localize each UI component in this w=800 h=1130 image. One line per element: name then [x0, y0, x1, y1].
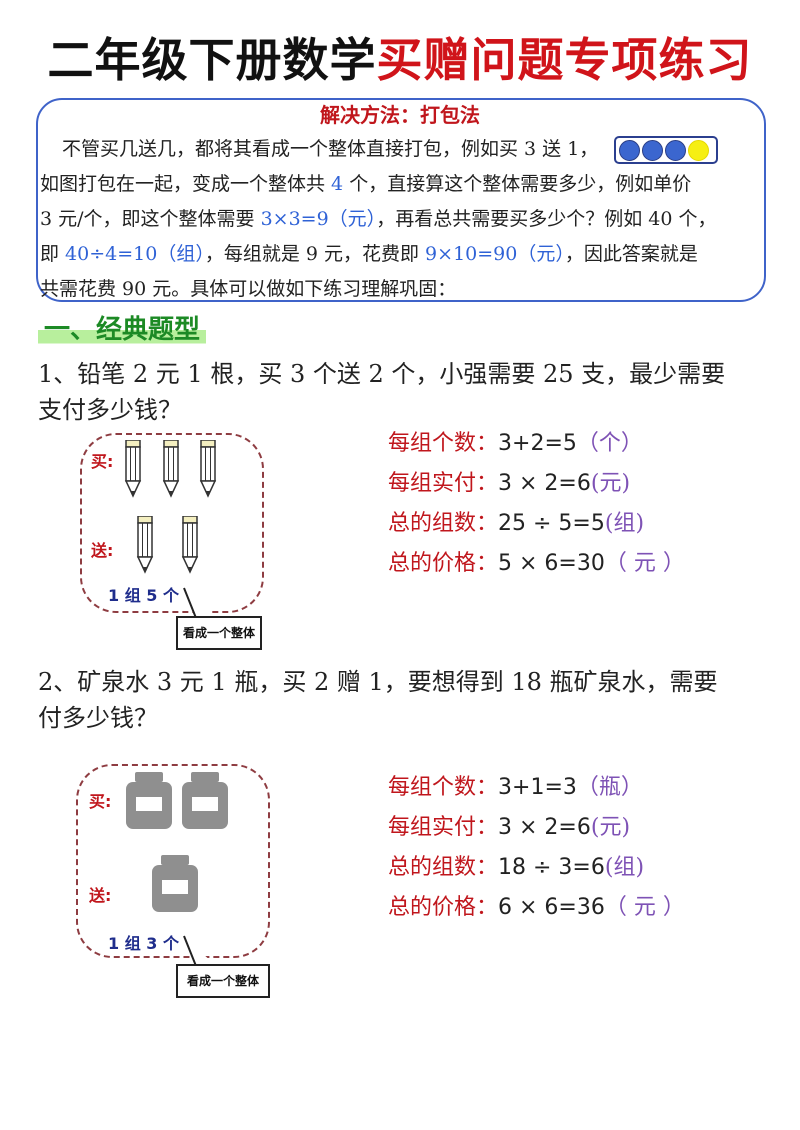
- bottle-icon: [152, 855, 198, 912]
- q1-callout: 看成一个整体: [176, 616, 262, 650]
- solution-row: 总的组数：18 ÷ 3=6(组): [388, 855, 645, 880]
- yellow-ball-icon: [688, 140, 710, 161]
- method-line-2: 如图打包在一起，变成一个整体共 4 个，直接算这个整体需要多少，例如单价: [40, 173, 692, 195]
- pencil-icon: [199, 440, 217, 498]
- pencil-icon: [136, 516, 154, 574]
- method-text: 不管买几送几，都将其看成一个整体直接打包，例如买 3 送 1， 如图打包在一起，…: [40, 132, 768, 307]
- method-box: [36, 98, 766, 302]
- title-part1: 二年级下册数学: [47, 33, 377, 87]
- question-2-line-2: 付多少钱？: [38, 704, 158, 732]
- title-part2: 买赠问题专项练习: [376, 33, 753, 87]
- bottle-icon: [126, 772, 172, 829]
- question-2-line-1: 2、矿泉水 3 元 1 瓶，买 2 赠 1，要想得到 18 瓶矿泉水，需要: [38, 668, 718, 696]
- pencil-icon: [124, 440, 142, 498]
- solution-row: 总的组数：25 ÷ 5=5(组): [388, 511, 645, 536]
- method-line-4: 即 40÷4=10（组），每组就是 9 元，花费即 9×10=90（元），因此答…: [40, 243, 698, 265]
- blue-ball-icon: [642, 140, 664, 161]
- callout-pointer-icon: [183, 935, 216, 967]
- method-title: 解决方法：打包法: [320, 103, 480, 127]
- q1-group-label: 1 组 5 个: [108, 586, 179, 605]
- question-1-line-1: 1、铅笔 2 元 1 根，买 3 个送 2 个，小强需要 25 支，最少需要: [38, 360, 726, 388]
- solution-row: 总的价格：5 × 6=30（ 元 ）: [388, 551, 685, 576]
- page-title: 二年级下册数学买赠问题专项练习: [0, 30, 800, 90]
- blue-ball-icon: [665, 140, 687, 161]
- section-heading: 一、经典题型: [38, 312, 207, 348]
- question-2: 2、矿泉水 3 元 1 瓶，买 2 赠 1，要想得到 18 瓶矿泉水，需要 付多…: [38, 664, 768, 736]
- bottle-icon: [182, 772, 228, 829]
- solution-row: 每组个数：3+1=3（瓶）: [388, 775, 643, 800]
- q2-callout: 看成一个整体: [176, 964, 270, 998]
- solution-row: 每组实付：3 × 2=6(元): [388, 815, 631, 840]
- q1-give-label: 送:: [91, 541, 114, 560]
- q2-give-label: 送:: [89, 886, 112, 905]
- q2-buy-label: 买:: [89, 792, 112, 811]
- q1-solution: 每组个数：3+2=5（个） 每组实付：3 × 2=6(元) 总的组数：25 ÷ …: [388, 424, 685, 584]
- question-1-line-2: 支付多少钱？: [38, 396, 182, 424]
- q2-solution: 每组个数：3+1=3（瓶） 每组实付：3 × 2=6(元) 总的组数：18 ÷ …: [388, 768, 685, 928]
- bundle-illustration: [614, 136, 719, 164]
- q2-illustration-box: [76, 764, 270, 958]
- callout-pointer-icon: [183, 587, 216, 619]
- pencil-icon: [162, 440, 180, 498]
- pencil-icon: [181, 516, 199, 574]
- method-line-3: 3 元/个，即这个整体需要 3×3=9（元），再看总共需要买多少个？例如 40 …: [40, 208, 717, 230]
- solution-row: 每组个数：3+2=5（个）: [388, 431, 643, 456]
- method-line-1: 不管买几送几，都将其看成一个整体直接打包，例如买 3 送 1，: [40, 132, 768, 167]
- q1-illustration-box: [80, 433, 264, 613]
- solution-row: 总的价格：6 × 6=36（ 元 ）: [388, 895, 685, 920]
- solution-row: 每组实付：3 × 2=6(元): [388, 471, 631, 496]
- question-1: 1、铅笔 2 元 1 根，买 3 个送 2 个，小强需要 25 支，最少需要 支…: [38, 356, 768, 428]
- method-line-5: 共需花费 90 元。具体可以做如下练习理解巩固：: [40, 278, 457, 300]
- q1-buy-label: 买:: [91, 452, 114, 471]
- blue-ball-icon: [619, 140, 641, 161]
- q2-group-label: 1 组 3 个: [108, 934, 179, 953]
